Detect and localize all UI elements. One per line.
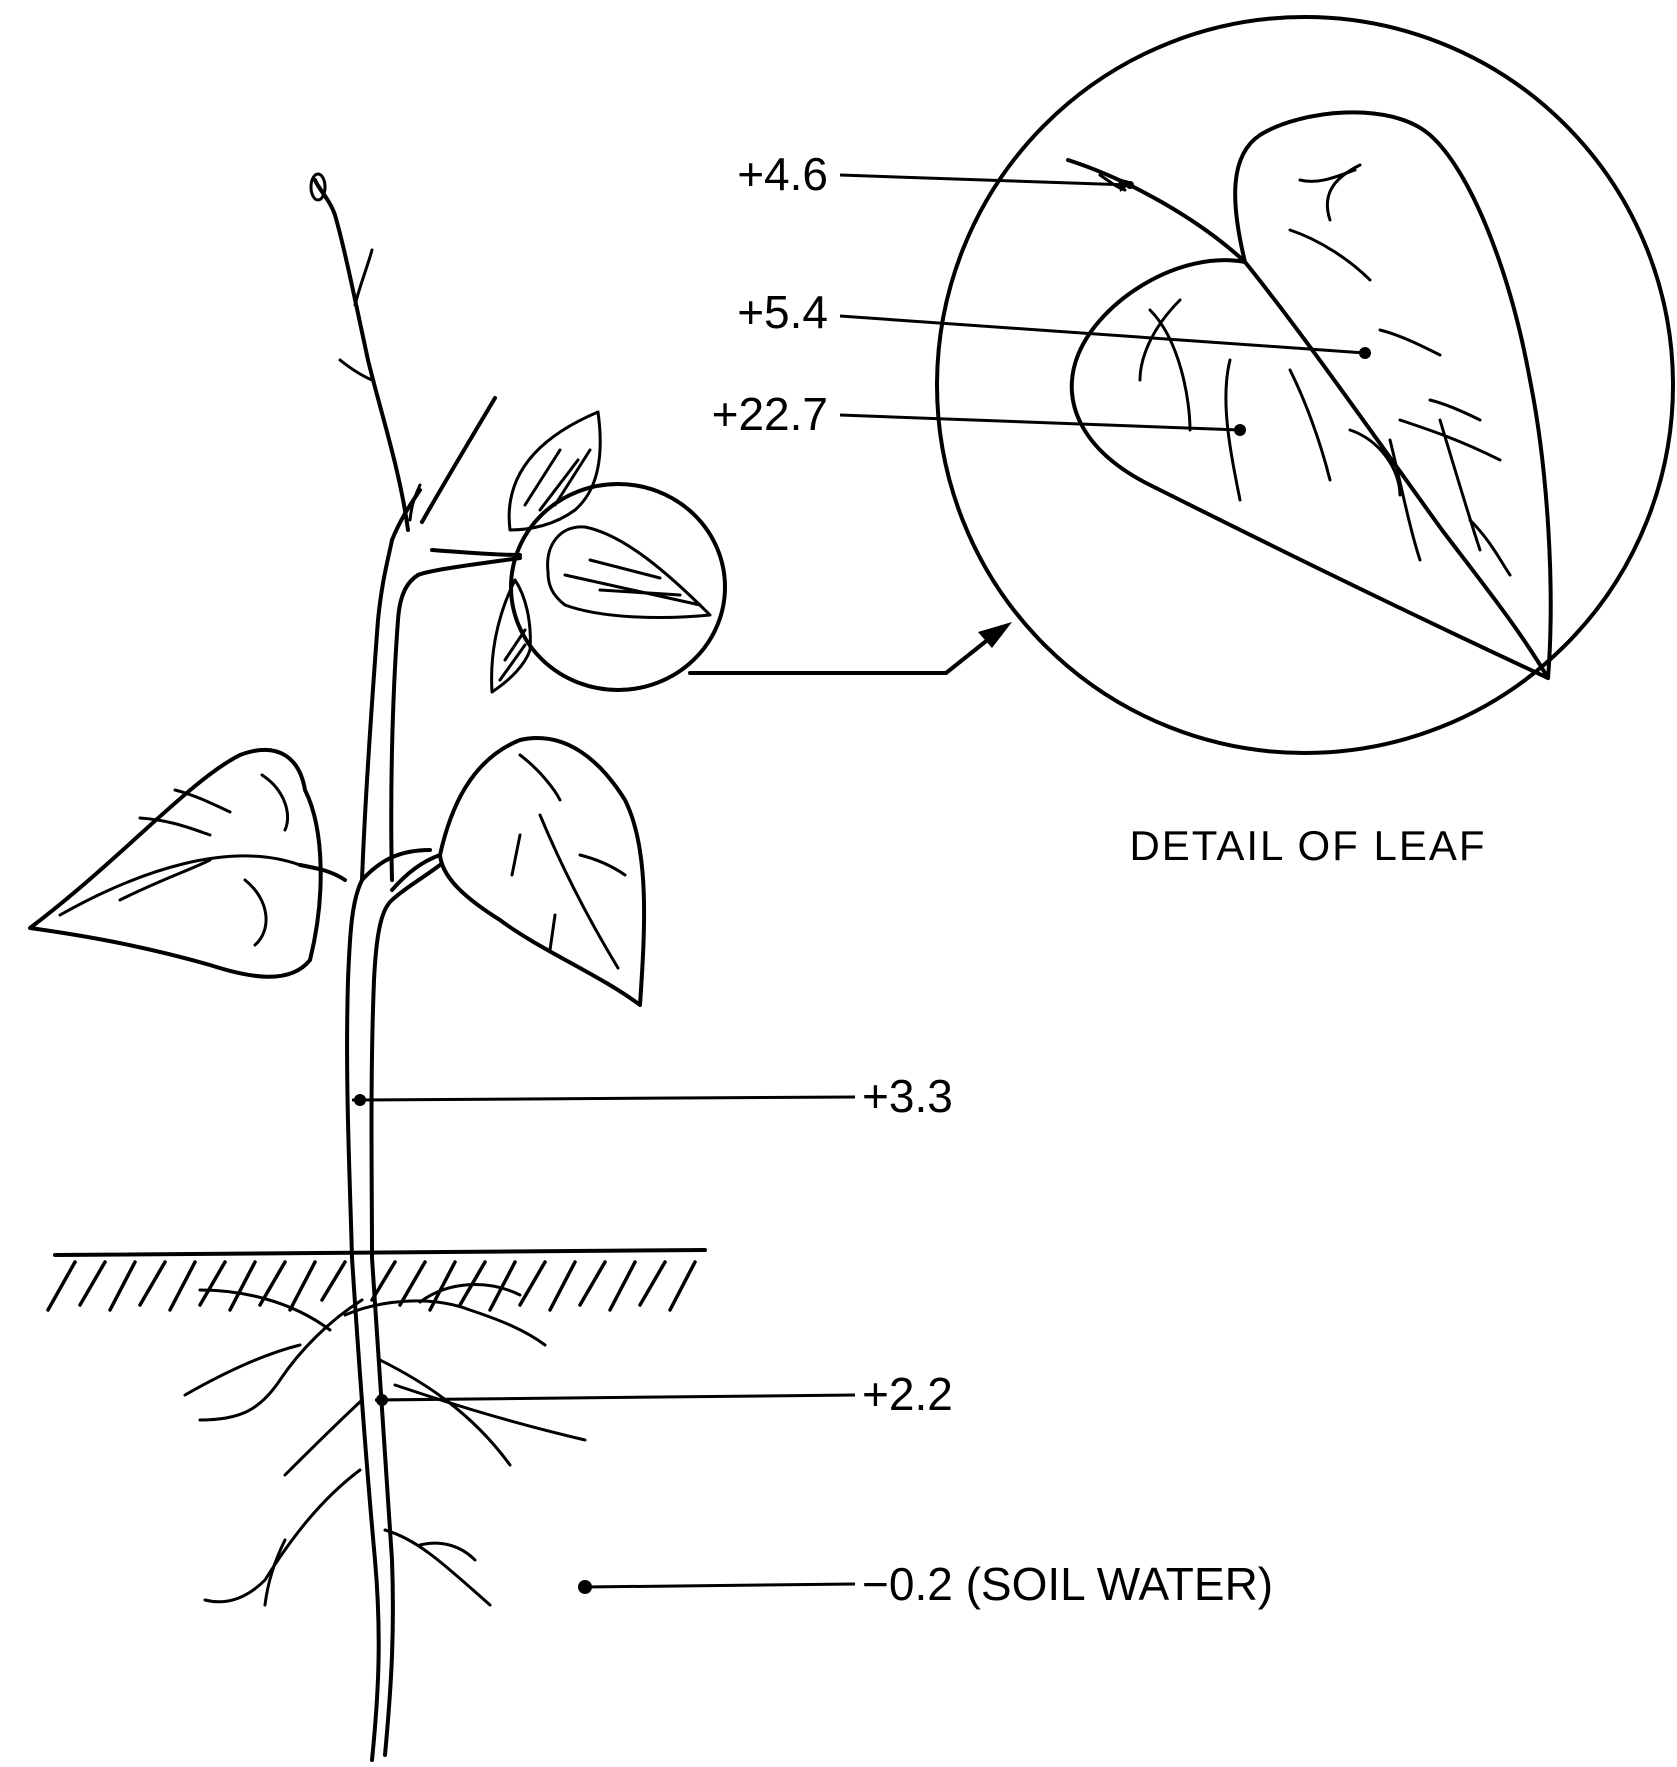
point-root <box>376 1394 388 1406</box>
label-leaf-tip: +4.6 <box>737 148 828 200</box>
detail-circle-small <box>511 484 725 690</box>
detail-arrow <box>690 622 1012 673</box>
point-stem <box>354 1094 366 1106</box>
label-root: +2.2 <box>862 1368 953 1420</box>
label-midrib: +5.4 <box>737 286 828 338</box>
point-midrib <box>1359 347 1371 359</box>
left-leaf <box>30 750 321 977</box>
label-stem: +3.3 <box>862 1070 953 1122</box>
point-soil-water <box>578 1580 592 1594</box>
right-leaf <box>440 738 644 1005</box>
plant-roots <box>185 1258 585 1760</box>
plant-stem <box>300 174 520 1258</box>
point-leaf-blade <box>1234 424 1246 436</box>
label-soil-water: −0.2 (SOIL WATER) <box>862 1558 1273 1610</box>
label-leaf-blade: +22.7 <box>712 388 828 440</box>
leader-lines <box>352 175 1365 1587</box>
upper-leaves <box>492 412 601 692</box>
point-leaf-tip <box>1126 181 1134 189</box>
detail-caption: DETAIL OF LEAF <box>1129 822 1486 869</box>
detail-circle-large <box>937 17 1673 753</box>
